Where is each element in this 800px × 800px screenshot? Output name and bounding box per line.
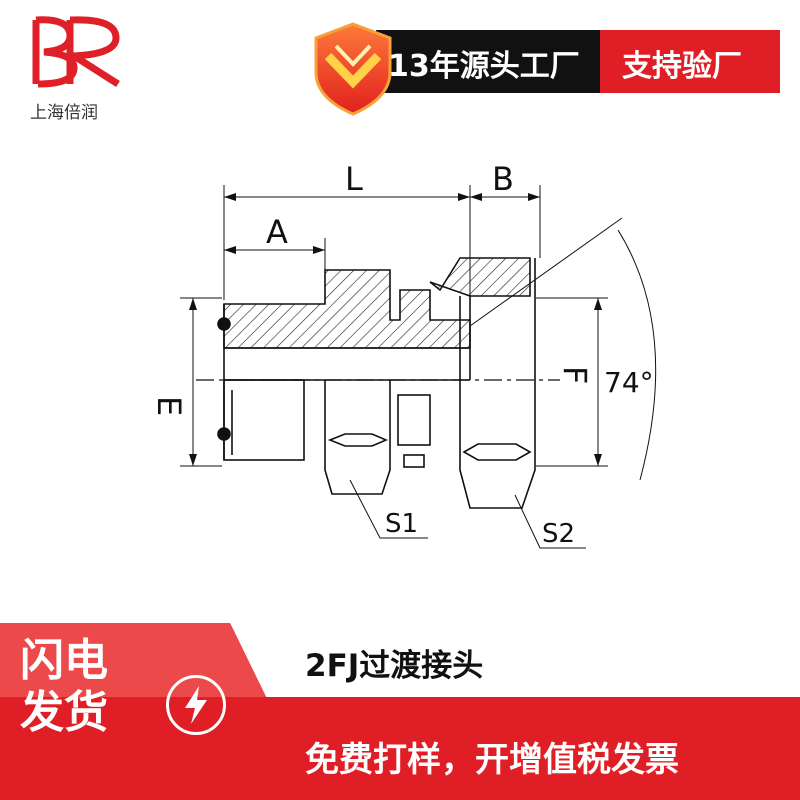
brand-logo: 上海倍润: [30, 12, 140, 123]
inspection-tag: 支持验厂: [600, 30, 780, 93]
dim-label-L: L: [345, 160, 363, 198]
dim-label-angle: 74°: [604, 366, 654, 399]
dim-label-S1: S1: [385, 509, 418, 539]
promo-text: 免费打样，开增值税发票: [305, 740, 679, 780]
inspection-tag-label: 支持验厂: [622, 49, 742, 84]
dim-label-F: F: [556, 366, 594, 384]
dim-label-E: E: [150, 396, 188, 416]
dim-label-S2: S2: [542, 519, 575, 549]
product-title: 2FJ过渡接头: [305, 648, 484, 684]
dim-label-B: B: [492, 160, 514, 198]
company-name: 上海倍润: [30, 103, 98, 123]
shipping-line-1: 闪电: [20, 635, 108, 686]
shipping-line-2: 发货: [20, 687, 108, 738]
dim-label-A: A: [266, 213, 288, 251]
lightning-icon: [166, 675, 226, 735]
factory-tag-label: 13年源头工厂: [388, 49, 580, 84]
header-banner: 13年源头工厂 支持验厂: [310, 20, 780, 116]
br-logo-icon: [32, 16, 120, 88]
shield-chevron-icon: [314, 22, 392, 116]
shipping-badge: 闪电 发货: [20, 635, 108, 739]
